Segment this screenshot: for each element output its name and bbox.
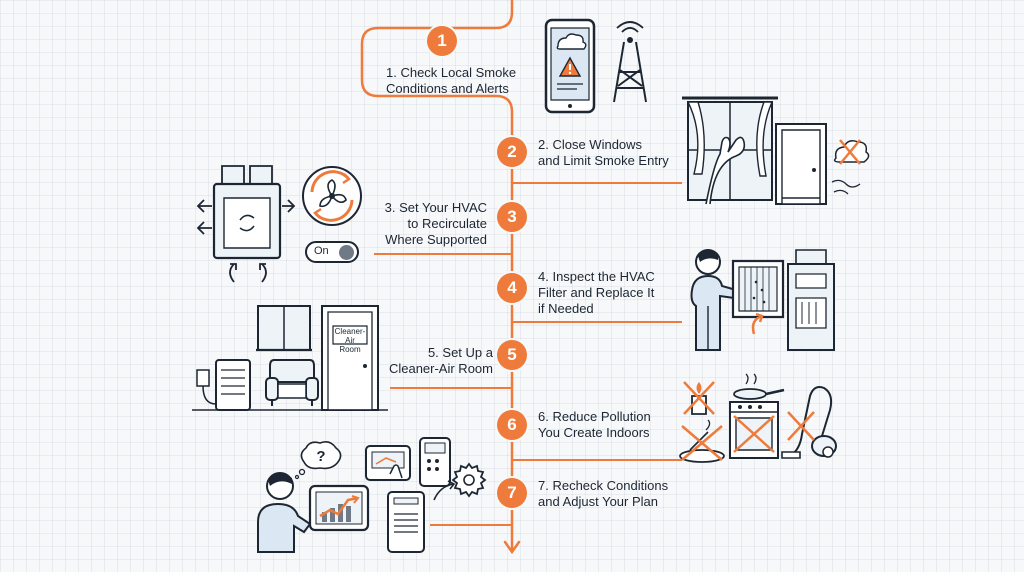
hvac-unit-icon [194, 164, 298, 286]
air-purifier-icon [196, 358, 256, 414]
room-sign-label: Cleaner-Air Room [334, 327, 366, 354]
step-4-label: 4. Inspect the HVAC Filter and Replace I… [538, 269, 655, 316]
incense-icon [676, 420, 728, 464]
fan-icon [300, 164, 364, 228]
step-7-number: 7 [497, 478, 527, 508]
toggle-switch-icon: On [305, 241, 359, 263]
furnace-icon [782, 248, 842, 352]
gear-icon [452, 462, 486, 496]
step-5-number: 5 [497, 340, 527, 370]
thought-bubble-icon [296, 440, 344, 478]
toggle-knob [339, 245, 354, 260]
tablet-chart-icon [308, 484, 370, 532]
room-scene [192, 304, 388, 416]
step-5-label: 5. Set Up a Cleaner-Air Room [388, 345, 493, 376]
stove-icon [726, 376, 788, 462]
thought-symbol: ? [316, 448, 326, 465]
step-1-label: 1. Check Local Smoke Conditions and Aler… [386, 65, 517, 96]
smoke-blocked-icon [828, 134, 872, 204]
cell-tower-icon [602, 22, 658, 104]
step-2-label: 2. Close Windows and Limit Smoke Entry [538, 137, 669, 168]
step-6-number: 6 [497, 410, 527, 440]
step-6-label: 6. Reduce Pollution You Create Indoors [538, 409, 651, 440]
armchair-icon [264, 356, 320, 408]
thermostat-icon [364, 444, 412, 484]
step-2-number: 2 [497, 137, 527, 167]
air-purifier-icon [386, 490, 426, 554]
air-filter-icon [730, 258, 786, 320]
step-4-number: 4 [497, 273, 527, 303]
smartphone-alert-icon [544, 18, 596, 114]
toggle-label: On [314, 245, 329, 257]
step-3-number: 3 [497, 202, 527, 232]
step-3-label: 3. Set Your HVAC to Recirculate Where Su… [384, 200, 487, 247]
person-thinking-icon [254, 468, 314, 554]
step-7-label: 7. Recheck Conditions and Adjust Your Pl… [538, 478, 669, 509]
step-1-number: 1 [427, 26, 457, 56]
window-icon [680, 94, 780, 206]
remote-control-icon [418, 436, 452, 488]
vacuum-icon [780, 380, 840, 464]
person-icon [684, 246, 746, 354]
candle-icon [680, 378, 718, 418]
arrow-icon [432, 480, 460, 502]
door-icon [772, 120, 830, 208]
